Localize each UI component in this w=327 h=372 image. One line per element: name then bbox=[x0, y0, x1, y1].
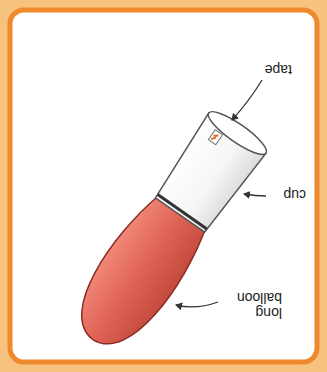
leader-line bbox=[232, 80, 262, 120]
balloon-and-cup bbox=[62, 104, 274, 361]
long-balloon bbox=[62, 192, 213, 362]
part-label: tape bbox=[252, 62, 292, 77]
panel bbox=[10, 10, 317, 362]
leader-line bbox=[176, 302, 218, 307]
part-label: cup bbox=[270, 187, 306, 202]
part-label: long balloon bbox=[222, 290, 282, 320]
leader-line bbox=[244, 194, 266, 196]
tape-piece bbox=[208, 130, 222, 145]
cup-band bbox=[158, 195, 207, 229]
tape-mark bbox=[211, 133, 218, 141]
